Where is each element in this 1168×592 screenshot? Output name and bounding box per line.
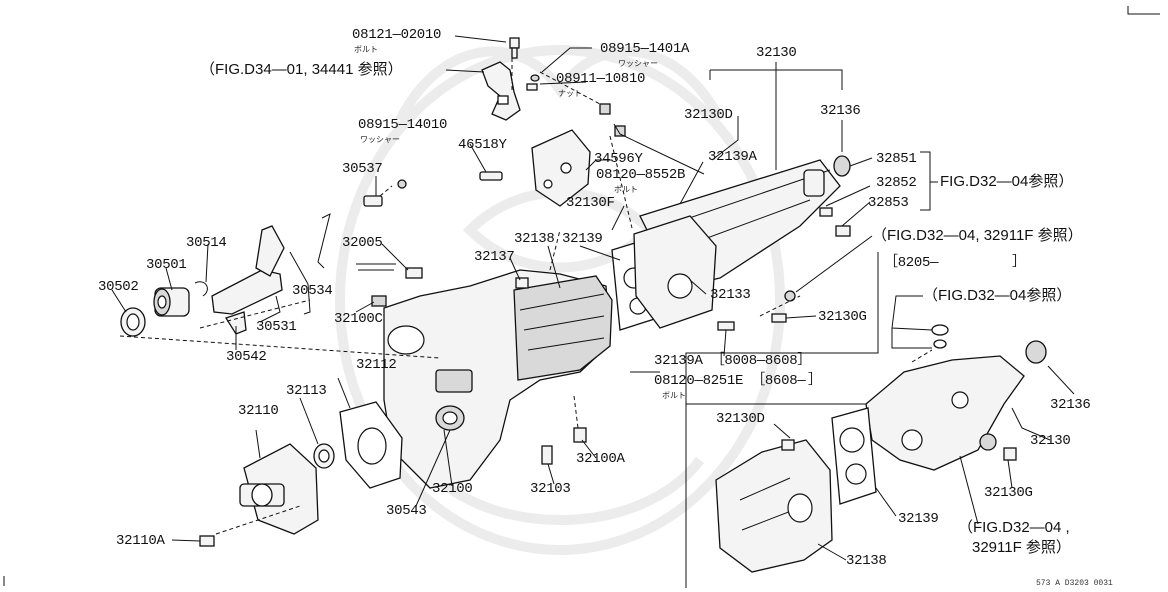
plug-32103 (541, 445, 553, 465)
washer-nut (526, 74, 626, 137)
pivot-30537 (363, 179, 407, 207)
release-bearing-30502 (120, 307, 146, 337)
label-32112: 32112 (356, 357, 397, 373)
label-32130G-mid: 32130G (818, 309, 867, 325)
label-30531: 30531 (256, 319, 297, 335)
label-08911-10810-sub: ナット (558, 89, 582, 98)
watermark-emblem (335, 45, 785, 555)
label-08911-10810: 08911—10810 (556, 71, 646, 87)
bracket-32130 (709, 69, 843, 90)
label-32100C: 32100C (334, 311, 383, 327)
inset-box (685, 252, 879, 588)
label-34596Y: 34596Y (594, 151, 643, 167)
label-30502: 30502 (98, 279, 139, 295)
ref-fig-d32-04-a: FIG.D32—04参照） (940, 173, 1074, 190)
label-32851: 32851 (876, 151, 917, 167)
bracket-d32-04 (920, 151, 938, 211)
label-08120-8251E-close: ］ (808, 373, 822, 389)
bolt-08121 (509, 37, 520, 59)
bearing-sleeve-30501 (153, 287, 190, 317)
label-32139A-top: 32139A (708, 149, 757, 165)
bracket-34596Y (531, 129, 591, 207)
plug-32100C (371, 295, 387, 307)
label-32136-top: 32136 (820, 103, 861, 119)
adapter-plate-32133 (633, 215, 717, 329)
label-30534: 30534 (292, 283, 333, 299)
lever-d34 (481, 61, 521, 121)
label-32139-right: 32139 (898, 511, 939, 527)
assembly-axis-lines (119, 58, 933, 535)
label-32853: 32853 (868, 195, 909, 211)
label-32103: 32103 (530, 481, 571, 497)
label-32136-right: 32136 (1050, 397, 1091, 413)
label-32139-mid: 32139 (562, 231, 603, 247)
label-32852: 32852 (876, 175, 917, 191)
clip-30514 (194, 281, 208, 297)
label-32130G-right: 32130G (984, 485, 1033, 501)
label-46518Y: 46518Y (458, 137, 507, 153)
label-32139A-range: 32139A ［8008—8608］ (654, 353, 812, 369)
ref-fig-d32-04-c-line2: 32911F 参照） (972, 539, 1071, 556)
inset-gasket-32139 (831, 407, 877, 505)
ref-fig-d32-04-b: —（FIG.D32—04参照） (908, 287, 1072, 304)
label-8205-close: ］ (1012, 255, 1026, 271)
label-32100: 32100 (432, 481, 473, 497)
frame-corner-marks (3, 6, 1160, 586)
label-30514: 30514 (186, 235, 227, 251)
label-30543: 30543 (386, 503, 427, 519)
gasket-32112 (339, 401, 403, 489)
label-08915-14010: 08915—14010 (358, 117, 448, 133)
label-32100A: 32100A (576, 451, 625, 467)
small-bolts (717, 207, 851, 331)
label-32138-right: 32138 (846, 553, 887, 569)
label-32005: 32005 (342, 235, 383, 251)
label-32138-mid: 32138 (514, 231, 555, 247)
figure-code: 573 A D3203 0031 (1036, 579, 1113, 588)
inset-washers (931, 324, 949, 349)
label-08120-8251E: 08120—8251E ［8608— (654, 373, 806, 389)
plug-32100A (573, 427, 587, 443)
label-08915-14010-sub: ワッシャー (360, 135, 400, 144)
ref-fig-d34: （FIG.D34—01, 34441 参照） (200, 61, 403, 78)
inset-adapter-32138 (715, 439, 833, 573)
seal-32113 (313, 443, 335, 469)
ref-fig-d32-04-c-line1: （FIG.D32—04 , (958, 519, 1070, 536)
label-32133: 32133 (710, 287, 751, 303)
label-32130F: 32130F (566, 195, 615, 211)
bolt-46518Y (479, 171, 503, 181)
label-30501: 30501 (146, 257, 187, 273)
label-32130D-top: 32130D (684, 107, 733, 123)
switch-32005 (356, 263, 423, 279)
label-32110A: 32110A (116, 533, 165, 549)
label-32130D-right: 32130D (716, 411, 765, 427)
label-08120-8552B: 08120—8552B (596, 167, 686, 183)
leader-lines (111, 35, 1075, 561)
label-32110: 32110 (238, 403, 279, 419)
label-30542: 30542 (226, 349, 267, 365)
label-08121-02010-sub: ボルト (354, 45, 378, 54)
ref-fig-d32-04-32911F-top: （FIG.D32—04, 32911F 参照） (872, 227, 1083, 244)
spring-30534 (317, 213, 331, 269)
label-08915-1401A-sub: ワッシャー (618, 59, 658, 68)
label-08120-8251E-sub: ボルト (662, 391, 686, 400)
plug-32137 (515, 277, 529, 289)
label-8205: ［8205— (884, 255, 939, 271)
label-08120-8552B-sub: ボルト (614, 185, 638, 194)
front-cover-32110 (239, 443, 319, 535)
label-32137: 32137 (474, 249, 515, 265)
label-32113: 32113 (286, 383, 327, 399)
label-30537: 30537 (342, 161, 383, 177)
label-08121-02010: 08121—02010 (352, 27, 442, 43)
bolt-32110A (199, 535, 215, 547)
transmission-case-32100 (383, 269, 613, 489)
label-32130-right: 32130 (1030, 433, 1071, 449)
label-08915-1401A: 08915—1401A (600, 41, 690, 57)
label-32130-top: 32130 (756, 45, 797, 61)
inset-housing-32130 (865, 340, 1047, 471)
